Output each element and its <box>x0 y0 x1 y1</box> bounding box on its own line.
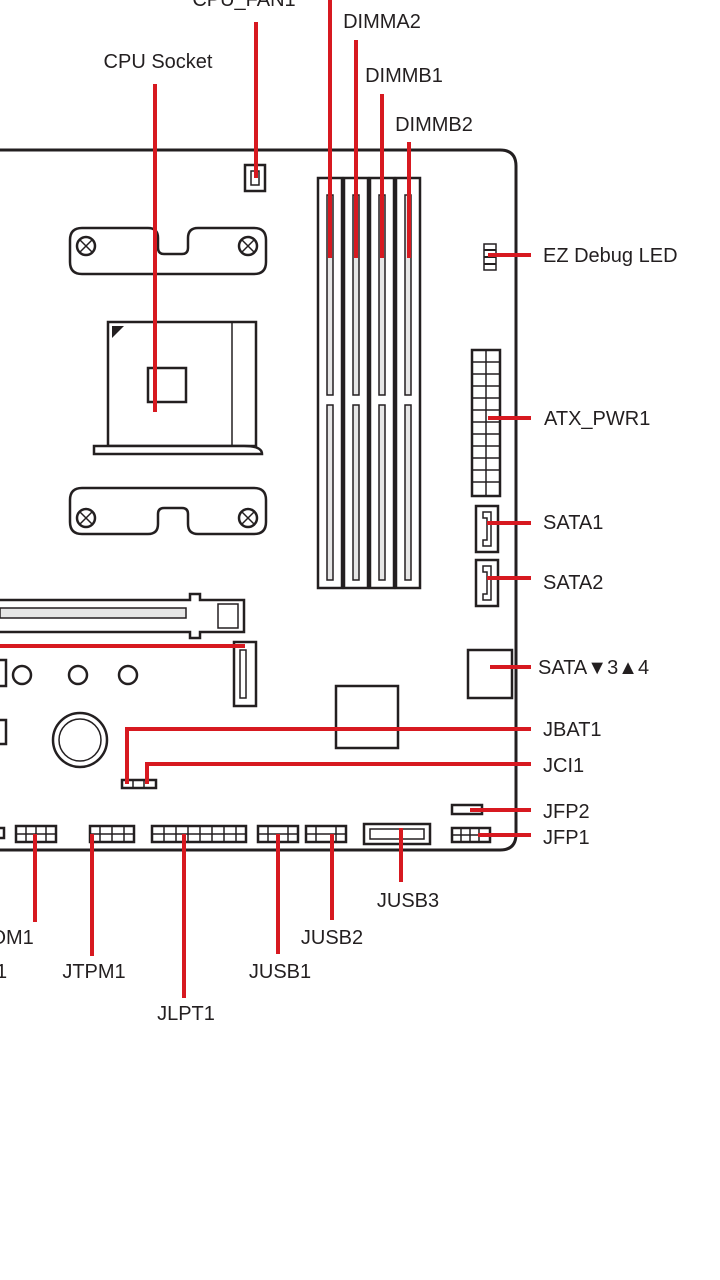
label-sata34: SATA▼3▲4 <box>538 657 650 679</box>
cpu-socket <box>92 320 264 456</box>
label-dimmb1: DIMMB1 <box>365 65 443 87</box>
cpu-retention-top <box>68 226 268 276</box>
sata1-port <box>474 504 500 554</box>
sata2-port <box>474 558 500 608</box>
label-jusb1: JUSB1 <box>248 961 312 983</box>
label-jbat1: JBAT1 <box>543 719 602 741</box>
atx-power-connector <box>470 348 502 498</box>
cpu-retention-bottom <box>68 486 268 536</box>
jbat-jci-pins <box>120 778 158 790</box>
motherboard-outline <box>0 148 518 852</box>
label-jfp1: JFP1 <box>543 827 590 849</box>
label-sata2: SATA2 <box>543 572 604 594</box>
label-jusb3: JUSB3 <box>376 890 440 912</box>
pcie-slot <box>0 592 246 640</box>
label-sata1: SATA1 <box>543 512 604 534</box>
label-atx-pwr: ATX_PWR1 <box>544 408 651 430</box>
label-jtpm1: JTPM1 <box>62 961 126 983</box>
label-jci1: JCI1 <box>543 755 585 777</box>
label-jfp2: JFP2 <box>543 801 590 823</box>
label-partial-edge: 1 <box>0 961 8 983</box>
label-jlpt1: JLPT1 <box>157 1003 215 1025</box>
sata34-port <box>466 648 514 700</box>
leader-jbat1 <box>125 727 531 784</box>
label-cpu-socket: CPU Socket <box>103 51 213 73</box>
label-cpu-fan: CPU_FAN1 <box>192 0 296 11</box>
label-dimmb2: DIMMB2 <box>395 114 473 136</box>
leader-jci1 <box>145 762 531 784</box>
label-dimma2: DIMMA2 <box>343 11 421 33</box>
chipset <box>334 684 400 750</box>
label-ez-debug-led: EZ Debug LED <box>543 245 678 267</box>
jfp1-header <box>450 826 492 844</box>
leader-lines <box>0 0 531 998</box>
bottom-headers <box>0 822 432 846</box>
label-jcom1: JCOM1 <box>0 927 34 949</box>
m2-slot <box>232 640 258 708</box>
dimm-slots <box>316 176 422 590</box>
mounting-holes <box>0 658 139 746</box>
cmos-battery <box>51 711 109 769</box>
label-jusb2: JUSB2 <box>300 927 364 949</box>
